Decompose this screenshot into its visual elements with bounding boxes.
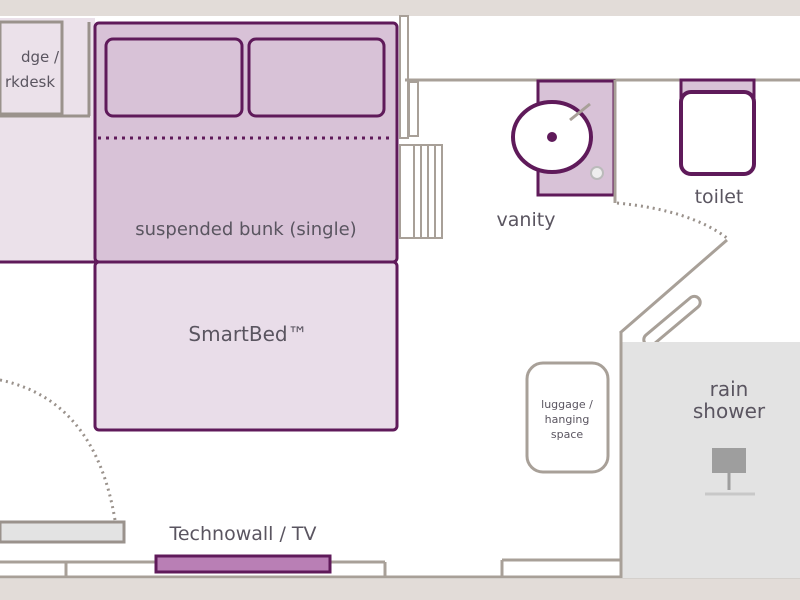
pillow: [247, 37, 386, 118]
faucet-icon: [569, 102, 591, 122]
smartbed-label: SmartBed™: [188, 322, 307, 346]
ladder: [399, 144, 443, 239]
door: [0, 520, 126, 544]
door-swing: [0, 378, 117, 521]
bathroom-door: [619, 238, 728, 335]
technowall-tv: [154, 554, 332, 574]
shower-label-1: rain: [710, 377, 749, 401]
shower-head-icon: [712, 448, 746, 473]
fridge-workdesk: [0, 20, 64, 116]
rain-shower: [621, 342, 800, 578]
toilet: [679, 90, 756, 176]
shower-label-2: shower: [693, 399, 766, 423]
wall-segment: [399, 15, 409, 139]
fridge-label-2: rkdesk: [5, 73, 55, 91]
pillow: [104, 37, 244, 118]
bathroom-door-swing: [616, 201, 728, 240]
vanity-label: vanity: [497, 209, 556, 231]
luggage-label-3: space: [551, 428, 584, 441]
smartbed: [93, 260, 399, 432]
bottom-frame: [0, 579, 800, 600]
toilet-label: toilet: [695, 186, 744, 208]
drain-icon: [547, 132, 557, 142]
luggage-hanging-space: [525, 361, 610, 474]
fridge-label-1: dge /: [21, 48, 60, 66]
top-frame: [0, 0, 800, 16]
bunk-label: suspended bunk (single): [135, 219, 356, 240]
luggage-label-2: hanging: [545, 413, 590, 426]
technowall-label: Technowall / TV: [168, 523, 316, 545]
luggage-label-1: luggage /: [541, 398, 593, 411]
